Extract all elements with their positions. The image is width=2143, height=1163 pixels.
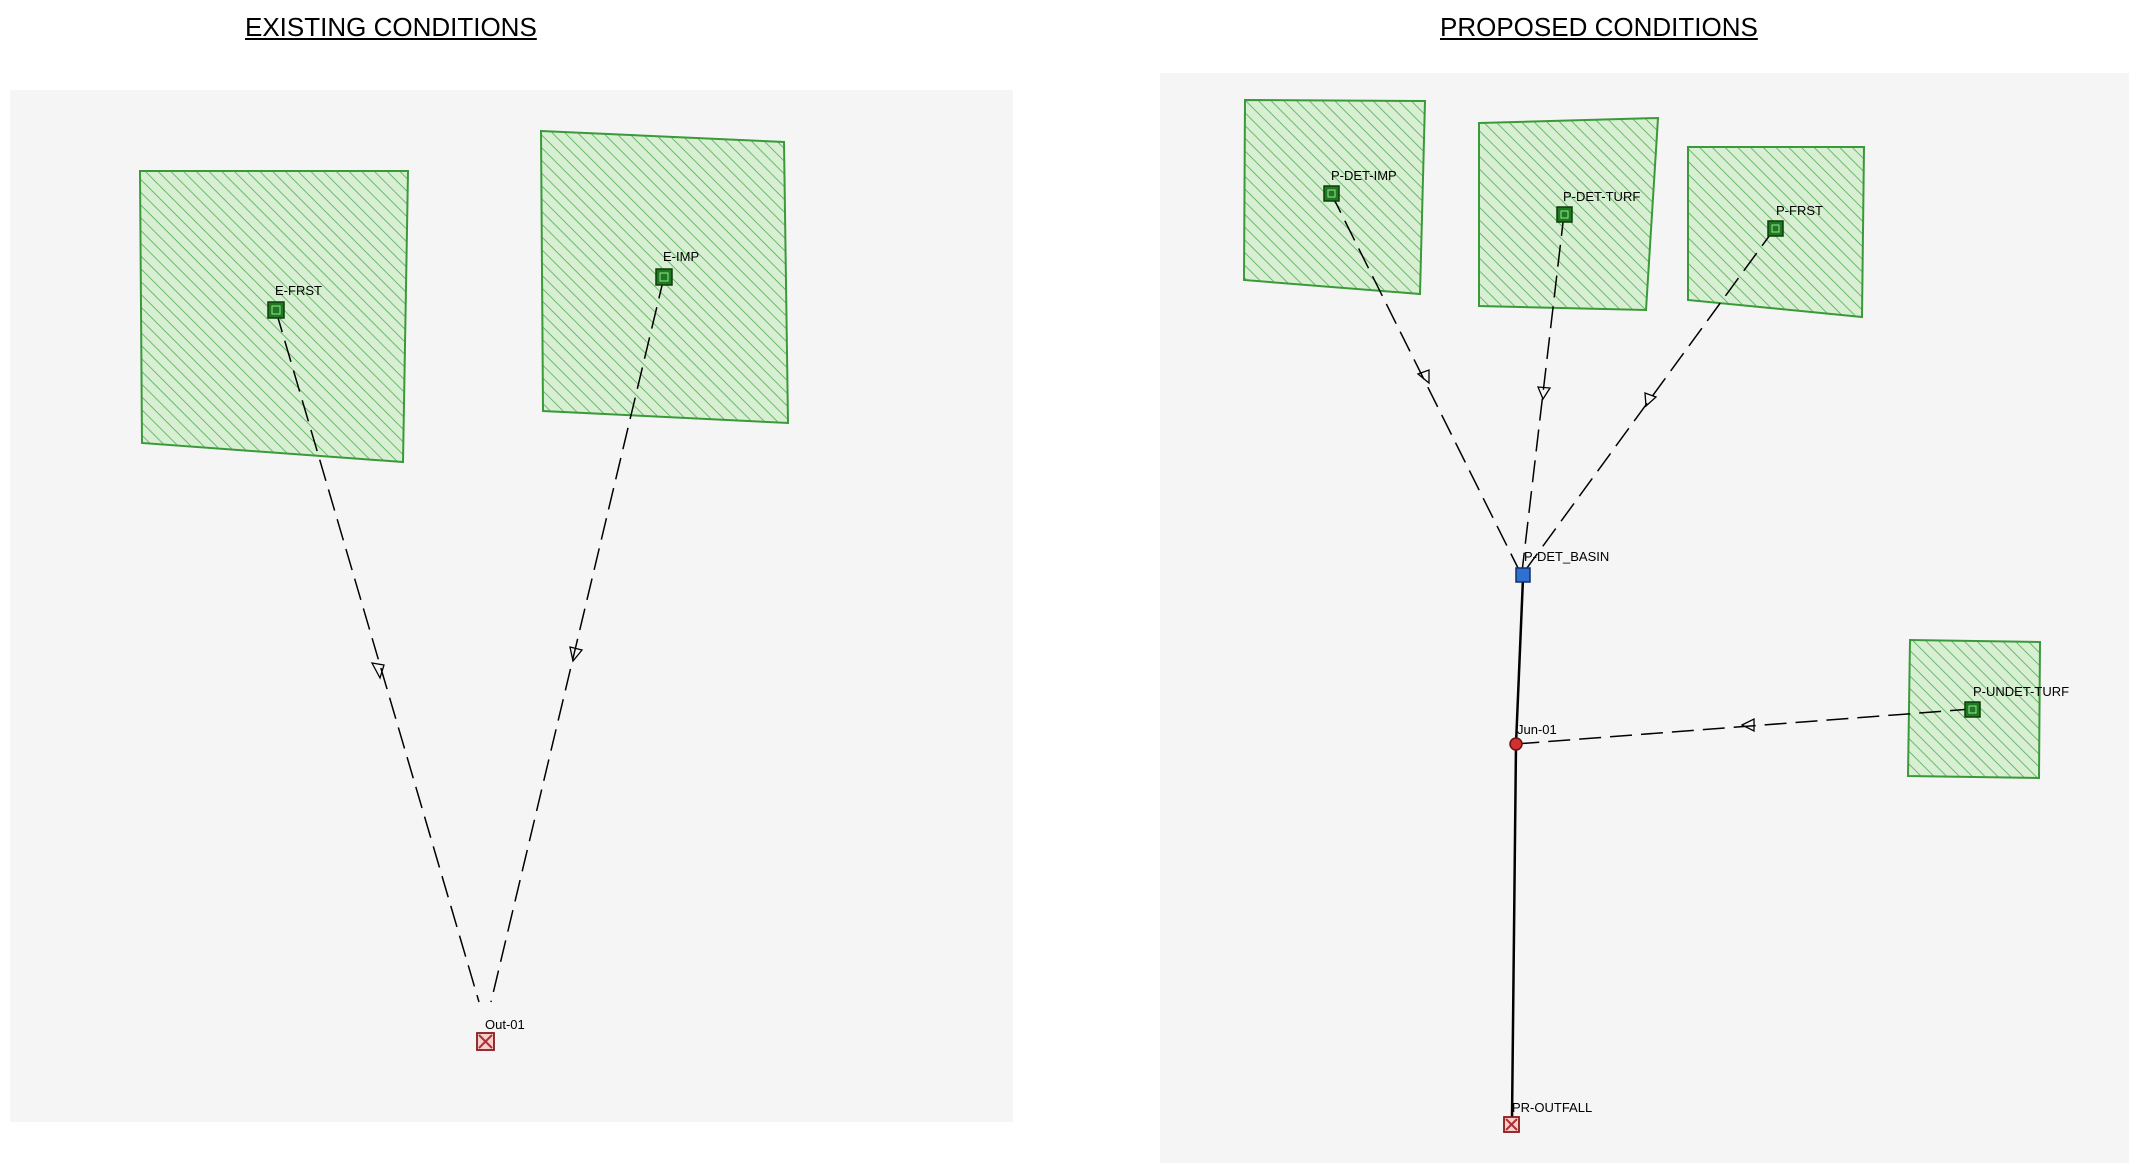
subcatchment-label-e-imp: E-IMP — [663, 249, 699, 264]
flow-arrow-p-undet-turf — [1740, 717, 1755, 733]
flow-arrow-e-imp — [569, 646, 584, 663]
existing-conditions-title: EXISTING CONDITIONS — [245, 12, 537, 42]
subcatchment-label-p-frst: P-FRST — [1776, 203, 1823, 218]
storage-label-p-det-basin: P-DET_BASIN — [1524, 549, 1609, 564]
existing-network: E-FRST E-IMP Out-01 — [138, 129, 790, 1051]
proposed-conditions-title: PROPOSED CONDITIONS — [1440, 12, 1758, 42]
conduit-basin-to-jun-01[interactable] — [1514, 577, 1525, 745]
subcatchment-node-p-frst[interactable] — [1767, 220, 1784, 237]
outfall-label-pr-outfall: PR-OUTFALL — [1512, 1100, 1592, 1115]
outfall-label-out-01: Out-01 — [485, 1017, 525, 1032]
runoff-link-p-frst[interactable] — [1523, 227, 1776, 573]
conduit-jun-01-to-outfall[interactable] — [1510, 743, 1518, 1121]
subcatchment-label-p-undet-turf: P-UNDET-TURF — [1973, 684, 2069, 699]
storage-node-p-det-basin[interactable] — [1515, 567, 1531, 583]
proposed-network: P-DET-IMP P-DET-TURF P-FRST P-UNDET-TURF… — [1242, 98, 2069, 1133]
junction-label-jun-01: Jun-01 — [1517, 722, 1557, 737]
subcatchment-node-p-undet-turf[interactable] — [1964, 701, 1981, 718]
junction-node-jun-01[interactable] — [1509, 737, 1523, 751]
outfall-node-out-01[interactable] — [476, 1032, 495, 1051]
subcatchment-label-p-det-imp: P-DET-IMP — [1331, 168, 1397, 183]
subcatchment-node-e-imp[interactable] — [655, 268, 673, 286]
flow-arrow-p-det-turf — [1536, 386, 1552, 401]
subcatchment-node-e-frst[interactable] — [267, 301, 285, 319]
flow-arrow-p-frst — [1644, 392, 1658, 408]
runoff-link-p-det-imp[interactable] — [1330, 192, 1521, 573]
runoff-link-e-frst[interactable] — [275, 310, 480, 1003]
subcatchment-node-p-det-imp[interactable] — [1323, 185, 1340, 202]
outfall-node-pr-outfall[interactable] — [1503, 1116, 1520, 1133]
flow-arrow-e-frst — [370, 662, 385, 680]
subcatchment-label-p-det-turf: P-DET-TURF — [1563, 189, 1640, 204]
runoff-link-e-imp[interactable] — [490, 276, 665, 1003]
subcatchment-node-p-det-turf[interactable] — [1556, 206, 1573, 223]
runoff-link-p-det-turf[interactable] — [1521, 213, 1565, 573]
subcatchment-label-e-frst: E-FRST — [275, 283, 322, 298]
flow-arrow-p-det-imp — [1416, 369, 1430, 385]
